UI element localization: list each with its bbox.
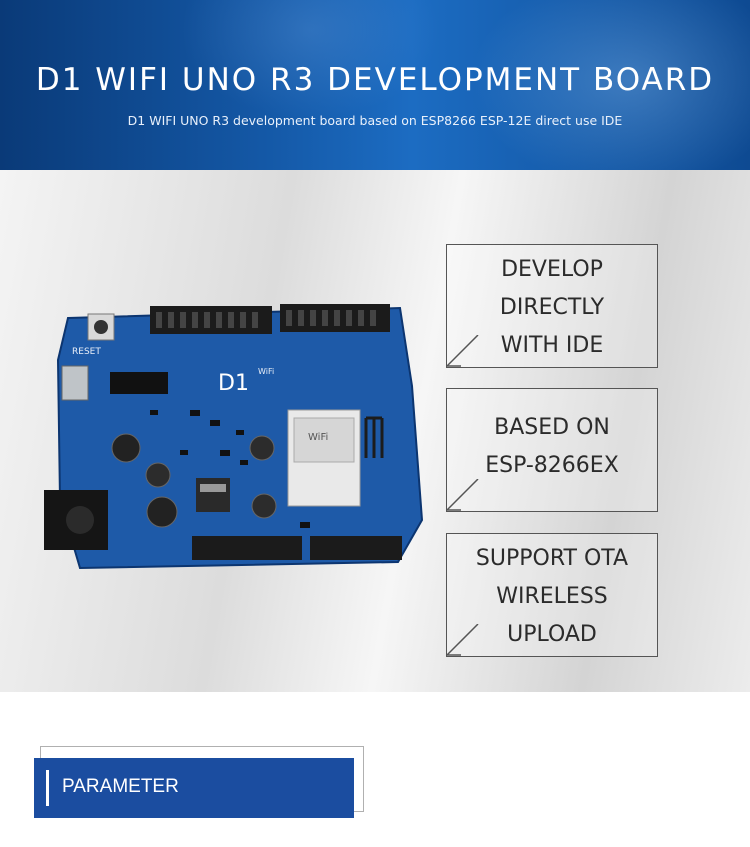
page-subtitle: D1 WIFI UNO R3 development board based o… bbox=[127, 113, 623, 128]
capacitor bbox=[146, 496, 178, 528]
page-title: D1 WIFI UNO R3 DEVELOPMENT BOARD bbox=[35, 62, 715, 98]
feature-box-develop-ide: DEVELOP DIRECTLY WITH IDE bbox=[446, 244, 658, 368]
feature-line: SUPPORT OTA bbox=[475, 546, 629, 571]
header-bottom-right bbox=[310, 536, 402, 560]
feature-line: WITH IDE bbox=[500, 333, 604, 358]
capacitor bbox=[251, 493, 277, 519]
capacitor bbox=[111, 433, 141, 463]
usb-chip bbox=[110, 372, 168, 394]
capacitor bbox=[145, 462, 171, 488]
board-wifi-text: WiFi bbox=[258, 367, 274, 376]
parameter-section-header: PARAMETER bbox=[34, 758, 354, 818]
reset-label: RESET bbox=[72, 347, 101, 357]
parameter-accent-bar bbox=[46, 770, 49, 806]
corner-decoration bbox=[447, 479, 479, 511]
feature-box-ota: SUPPORT OTA WIRELESS UPLOAD bbox=[446, 533, 658, 657]
feature-line: DEVELOP bbox=[501, 257, 603, 282]
corner-decoration bbox=[447, 624, 479, 656]
feature-box-esp8266: BASED ON ESP-8266EX bbox=[446, 388, 658, 512]
capacitor bbox=[249, 435, 275, 461]
feature-line: BASED ON bbox=[494, 415, 610, 440]
board-brand: D1 bbox=[218, 371, 249, 396]
feature-line: WIRELESS bbox=[496, 584, 608, 609]
board-image: RESET D1 WiFi WiFi bbox=[44, 304, 424, 570]
header-bottom-left bbox=[192, 536, 302, 560]
feature-line: ESP-8266EX bbox=[485, 453, 619, 478]
regulator bbox=[196, 478, 230, 512]
corner-decoration bbox=[447, 335, 479, 367]
esp-module-wifi: WiFi bbox=[308, 432, 328, 443]
banner-glow-secondary bbox=[180, 0, 440, 120]
feature-line: UPLOAD bbox=[507, 622, 597, 647]
parameter-label: PARAMETER bbox=[62, 776, 179, 797]
header-banner: D1 WIFI UNO R3 DEVELOPMENT BOARD D1 WIFI… bbox=[0, 0, 750, 170]
feature-line: DIRECTLY bbox=[499, 295, 605, 320]
usb-port bbox=[61, 365, 89, 401]
banner-glow bbox=[470, 0, 750, 170]
